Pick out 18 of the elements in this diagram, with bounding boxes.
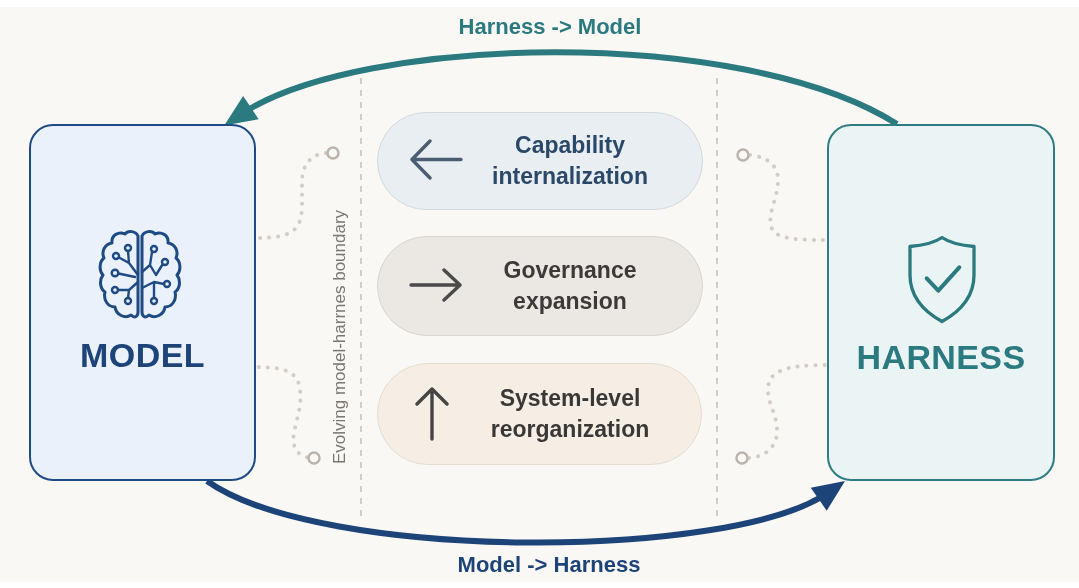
ring-icon bbox=[326, 146, 340, 160]
component-card bbox=[827, 124, 1055, 481]
vertical-caption: Evolving model-harrnes boundary bbox=[330, 209, 350, 465]
pill-label: Capability internalization bbox=[491, 131, 649, 191]
card-title: MODEL bbox=[80, 335, 205, 375]
card-title: HARNESS bbox=[856, 337, 1026, 377]
edge-label: Model -> Harness bbox=[457, 552, 641, 578]
ring-icon bbox=[307, 451, 321, 465]
pill-label: Governance expansion bbox=[503, 256, 637, 316]
curved-arrow bbox=[205, 478, 847, 546]
edge-label: Harness -> Model bbox=[458, 14, 642, 40]
ring-icon bbox=[735, 451, 749, 465]
curved-arrow bbox=[223, 49, 899, 127]
component-card bbox=[29, 124, 256, 481]
ring-icon bbox=[736, 148, 750, 162]
dotted-connector bbox=[747, 363, 829, 460]
dotted-connector bbox=[254, 365, 309, 460]
pill-label: System-level reorganization bbox=[490, 384, 650, 444]
